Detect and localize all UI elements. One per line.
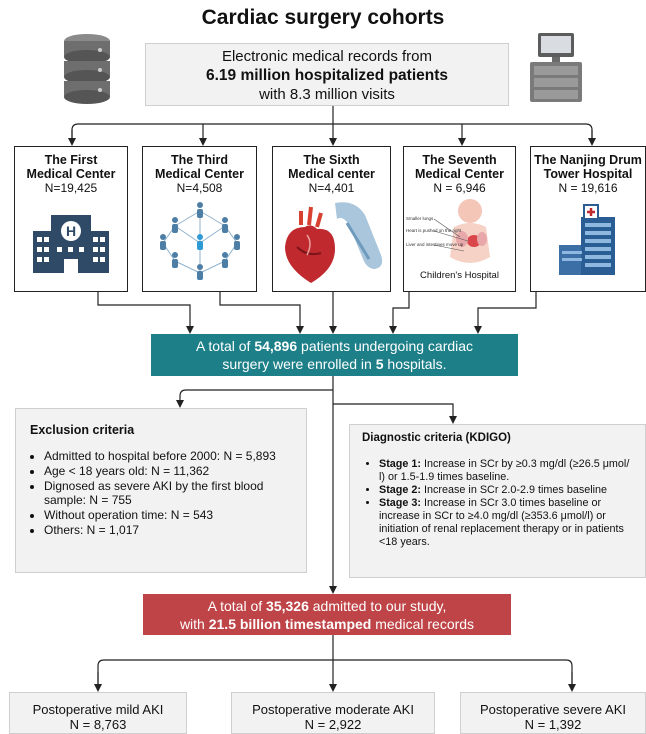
diagnostic-item: Stage 1: Increase in SCr by ≥0.3 mg/dl (… [379, 458, 634, 484]
center-name: The Sixth [303, 153, 360, 167]
center-count: N = 19,616 [558, 181, 618, 195]
diagnostic-item: Stage 2: Increase in SCr 2.0-2.9 times b… [379, 484, 634, 497]
center-box-nanjing: The Nanjing Drum Tower Hospital N = 19,6… [530, 146, 646, 292]
heart-icon [273, 197, 390, 290]
center-box-third: The Third Medical Center N=4,508 [142, 146, 257, 292]
stage-text: Increase in SCr by ≥0.3 mg/dl (≥26.5 μmo… [379, 458, 630, 483]
child-label: Smaller lungs [406, 216, 434, 221]
diagnostic-item: Stage 3: Increase in SCr 3.0 times basel… [379, 497, 634, 549]
center-count: N=4,508 [176, 181, 223, 195]
exclusion-header: Exclusion criteria [30, 423, 135, 437]
outcome-count: N = 1,392 [524, 717, 582, 732]
admitted-text: A total of [207, 598, 267, 614]
exclusion-item: Without operation time: N = 543 [44, 508, 299, 522]
ehr-line-3: with 8.3 million visits [259, 86, 395, 103]
hospital-tower-icon [531, 203, 645, 278]
exclusion-item: Admitted to hospital before 2000: N = 5,… [44, 449, 299, 463]
admitted-count: 35,326 [266, 598, 309, 614]
admitted-box: A total of 35,326 admitted to our study,… [143, 594, 511, 635]
exclusion-item: Others: N = 1,017 [44, 523, 299, 537]
ehr-line-2: 6.19 million hospitalized patients [205, 67, 449, 84]
center-name: Tower Hospital [543, 167, 633, 181]
child-icon: Smaller lungs Heart is pushed on the rig… [404, 197, 515, 281]
admitted-text: with [179, 616, 209, 632]
stage-text: Increase in SCr 2.0-2.9 times baseline [421, 484, 608, 496]
enrolled-count: 54,896 [254, 338, 298, 354]
center-box-sixth: The Sixth Medical center N=4,401 [272, 146, 391, 292]
outcome-label: Postoperative moderate AKI [252, 702, 414, 717]
center-name: Medical Center [415, 167, 504, 181]
center-name: Medical center [288, 167, 375, 181]
records-count: 21.5 billion timestamped [208, 616, 372, 632]
child-caption: Children's Hospital [420, 270, 499, 281]
center-name: The First [44, 153, 98, 167]
center-name: The Third [171, 153, 228, 167]
child-label: Liver and intestines move up [406, 242, 464, 247]
stage-label: Stage 3: [379, 497, 422, 509]
outcome-severe-box: Postoperative severe AKI N = 1,392 [460, 692, 646, 734]
enrolled-text: A total of [195, 338, 255, 354]
ehr-source-box: Electronic medical records from 6.19 mil… [145, 43, 509, 106]
database-icon [62, 33, 112, 105]
diagnostic-list: Stage 1: Increase in SCr by ≥0.3 mg/dl (… [350, 458, 634, 549]
center-name: Medical Center [26, 167, 116, 181]
center-count: N=4,401 [308, 181, 355, 195]
stage-text: Increase in SCr 3.0 times baseline or in… [379, 497, 624, 548]
enrolled-text: surgery were enrolled in [222, 356, 376, 372]
enrolled-text: patients undergoing cardiac [297, 338, 474, 354]
hospital-count: 5 [375, 356, 384, 372]
outcome-label: Postoperative severe AKI [480, 702, 626, 717]
diagnostic-header: Diagnostic criteria (KDIGO) [362, 432, 511, 444]
svg-text:H: H [66, 223, 76, 239]
exclusion-item: Age < 18 years old: N = 11,362 [44, 464, 299, 478]
center-name: The Nanjing Drum [534, 153, 642, 167]
people-network-icon [143, 201, 256, 284]
outcome-label: Postoperative mild AKI [32, 702, 164, 717]
page-title: Cardiac surgery cohorts [201, 6, 445, 29]
enrolled-text: hospitals. [383, 356, 447, 372]
center-name: The Seventh [422, 153, 497, 167]
center-count: N=19,425 [44, 181, 98, 195]
exclusion-criteria-box: Exclusion criteria Admitted to hospital … [15, 408, 307, 573]
admitted-text: medical records [371, 616, 475, 632]
center-box-seventh: The Seventh Medical Center N = 6,946 Sma… [403, 146, 516, 292]
outcome-moderate-box: Postoperative moderate AKI N = 2,922 [231, 692, 435, 734]
center-name: Medical Center [155, 167, 244, 181]
stage-label: Stage 1: [379, 458, 422, 470]
center-box-first: The First Medical Center N=19,425 H [14, 146, 128, 292]
outcome-count: N = 2,922 [304, 717, 362, 732]
exclusion-item: Dignosed as severe AKI by the first bloo… [44, 479, 299, 507]
ehr-line-1: Electronic medical records from [221, 48, 433, 65]
server-computer-icon [528, 30, 584, 104]
hospital-icon: H [15, 209, 127, 276]
enrolled-box: A total of 54,896 patients undergoing ca… [151, 334, 518, 376]
admitted-text: admitted to our study, [308, 598, 447, 614]
exclusion-list: Admitted to hospital before 2000: N = 5,… [16, 449, 299, 538]
child-label: Heart is pushed on the right [406, 228, 462, 233]
outcome-mild-box: Postoperative mild AKI N = 8,763 [9, 692, 187, 734]
center-count: N = 6,946 [433, 181, 486, 195]
diagnostic-criteria-box: Diagnostic criteria (KDIGO) Stage 1: Inc… [349, 424, 646, 578]
outcome-count: N = 8,763 [69, 717, 127, 732]
stage-label: Stage 2: [379, 484, 422, 496]
